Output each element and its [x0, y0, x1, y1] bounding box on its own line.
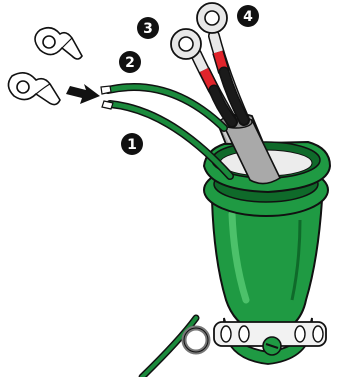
loose-ring-terminal-top [35, 28, 82, 59]
insert-arrow [66, 84, 100, 104]
cord-clamp [214, 322, 326, 355]
callout-1: 1 [121, 133, 143, 155]
callout-1-label: 1 [127, 137, 137, 153]
callout-3-label: 3 [143, 21, 153, 37]
callout-4-label: 4 [243, 9, 253, 25]
callout-2-label: 2 [125, 55, 135, 71]
callout-3: 3 [137, 17, 159, 39]
callout-4: 4 [237, 5, 259, 27]
callout-2: 2 [119, 51, 141, 73]
loose-ring-terminal-bottom [8, 73, 60, 105]
